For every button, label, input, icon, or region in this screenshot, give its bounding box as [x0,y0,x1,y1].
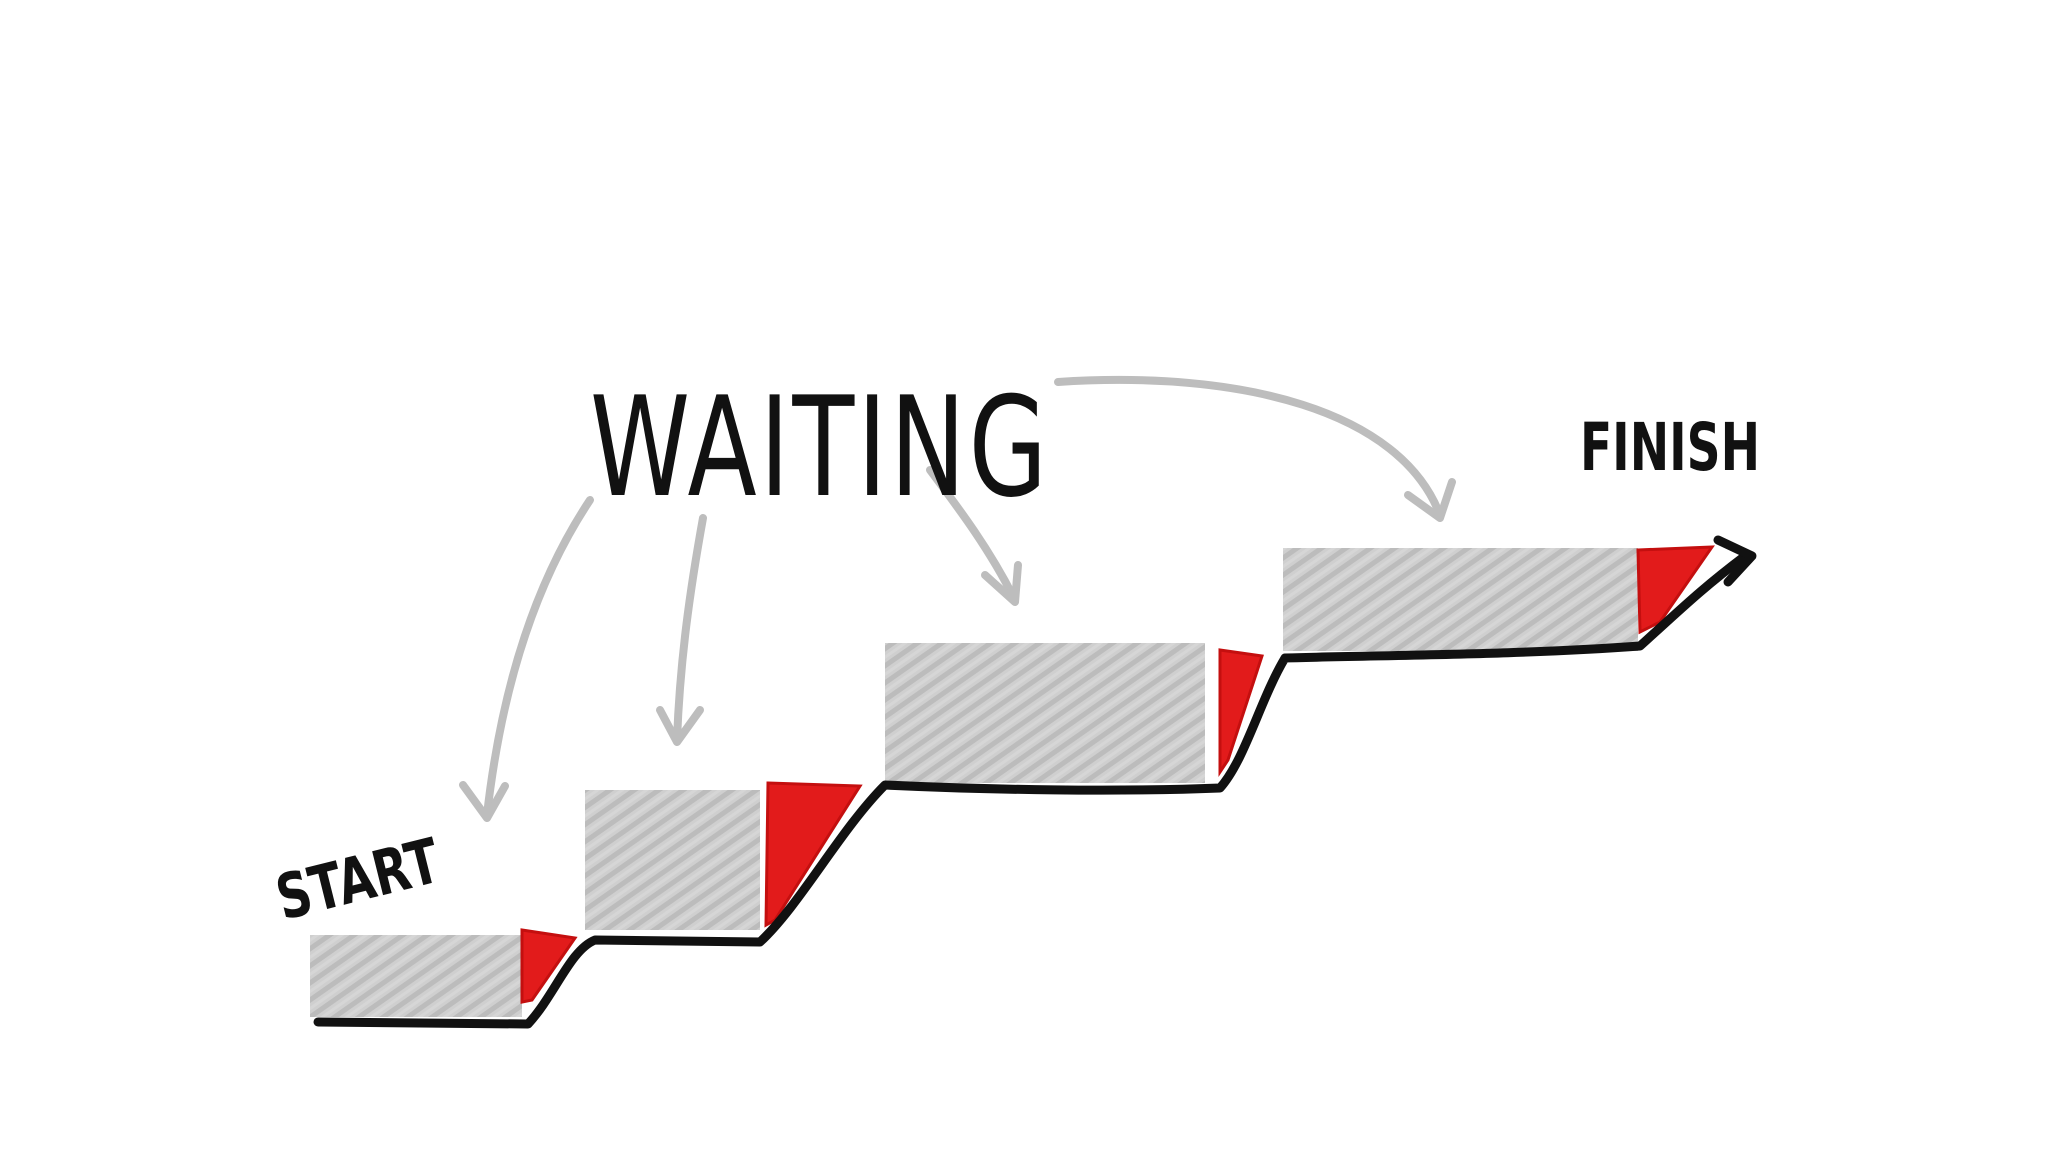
work-block-2 [585,790,760,930]
work-block-3 [885,643,1205,783]
arrow-head-4 [1404,478,1456,522]
arrow-head-2 [656,706,704,746]
arrow-head-3 [981,561,1022,606]
waiting-arrows [459,376,1456,822]
finish-arrowhead [1713,535,1757,587]
wait-block-3 [1218,648,1264,777]
wait-block-2 [764,781,863,928]
staircase-line [313,551,1750,1029]
arrow-to-wait-1 [483,496,594,819]
wait-block-1 [520,928,578,1004]
work-block-1 [310,935,522,1017]
diagram-title: WAITING [590,367,1050,528]
start-label: START [269,824,447,935]
arrow-to-wait-3 [926,466,1019,604]
arrow-to-wait-4 [1054,376,1444,519]
work-block-4 [1283,548,1638,651]
arrow-to-wait-2 [673,514,707,744]
finish-label: FINISH [1580,409,1760,486]
arrow-head-1 [459,781,509,822]
